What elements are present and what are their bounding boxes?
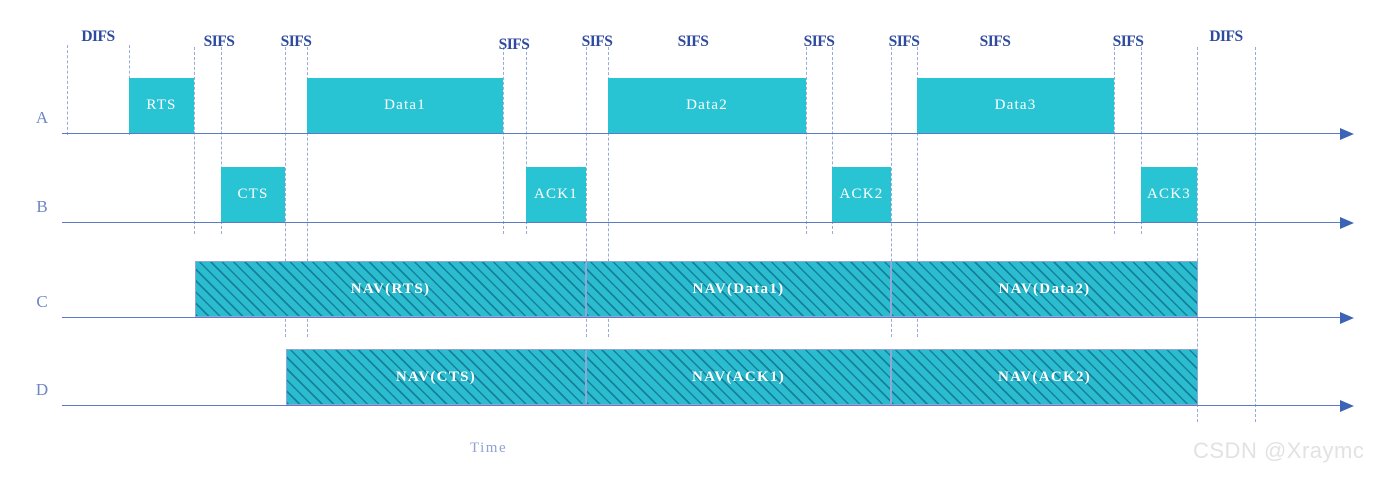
frame-rts[interactable]: RTS (129, 78, 194, 133)
frame-label: Data2 (686, 97, 728, 113)
frame-label: ACK1 (534, 186, 578, 202)
guide-line-2 (194, 47, 195, 234)
nav-bar-label: NAV(Data1) (692, 280, 785, 297)
guide-line-7 (526, 47, 527, 234)
frame-data1[interactable]: Data1 (307, 78, 503, 133)
frame-data2[interactable]: Data2 (608, 78, 806, 133)
watermark: CSDN @Xraymc (1193, 438, 1365, 463)
guide-line-10 (806, 47, 807, 234)
gap-label-sifs-5: SIFS (677, 33, 709, 50)
nav-bar-navrts[interactable]: NAV(RTS) (195, 261, 586, 317)
frame-label: RTS (146, 97, 177, 113)
gap-label-sifs-9: SIFS (1112, 33, 1144, 50)
guide-line-13 (917, 47, 918, 337)
nav-bar-navdata1[interactable]: NAV(Data1) (586, 261, 891, 317)
axis-line-d (62, 405, 1348, 406)
gap-label-difs-10: DIFS (1209, 28, 1243, 45)
nav-bar-navack1[interactable]: NAV(ACK1) (586, 349, 891, 405)
axis-arrow-b (1340, 216, 1354, 229)
guide-line-15 (1141, 47, 1142, 234)
frame-ack1[interactable]: ACK1 (526, 167, 586, 222)
frame-label: Data3 (994, 97, 1037, 113)
row-label-b: B (36, 197, 48, 216)
frame-ack2[interactable]: ACK2 (832, 167, 891, 222)
axis-arrow-c (1340, 311, 1354, 324)
axis-line-a (62, 133, 1348, 134)
frame-label: ACK2 (839, 186, 884, 202)
frame-label: ACK3 (1147, 186, 1191, 202)
nav-bar-label: NAV(RTS) (350, 280, 431, 297)
frame-cts[interactable]: CTS (221, 167, 285, 222)
frame-label: Data1 (384, 97, 426, 113)
gap-label-sifs-6: SIFS (803, 33, 835, 50)
guide-line-16 (1197, 47, 1198, 422)
gap-label-sifs-4: SIFS (581, 33, 613, 50)
guide-line-5 (307, 47, 308, 337)
gap-label-sifs-8: SIFS (979, 33, 1011, 50)
guide-line-0 (67, 45, 68, 135)
guide-line-6 (503, 47, 504, 234)
nav-bar-label: NAV(ACK2) (997, 368, 1092, 385)
frame-label: CTS (237, 186, 269, 202)
gap-label-difs-0: DIFS (81, 28, 115, 45)
guide-line-4 (285, 47, 286, 337)
nav-bar-label: NAV(Data2) (998, 280, 1091, 297)
row-label-a: A (35, 108, 49, 127)
axis-arrow-d (1340, 399, 1354, 412)
guide-line-11 (832, 47, 833, 234)
guide-line-9 (608, 47, 609, 337)
gap-label-sifs-1: SIFS (203, 33, 235, 50)
axis-line-b (62, 222, 1348, 223)
nav-bar-navcts[interactable]: NAV(CTS) (286, 349, 586, 405)
frame-ack3[interactable]: ACK3 (1141, 167, 1197, 222)
nav-bar-label: NAV(ACK1) (691, 368, 786, 385)
nav-bar-navdata2[interactable]: NAV(Data2) (891, 261, 1198, 317)
gap-label-sifs-2: SIFS (280, 33, 312, 50)
frame-data3[interactable]: Data3 (917, 78, 1114, 133)
nav-bar-label: NAV(CTS) (395, 368, 477, 385)
row-label-c: C (36, 292, 48, 311)
guide-line-8 (586, 47, 587, 337)
time-axis-label: Time (470, 440, 508, 456)
axis-arrow-a (1340, 127, 1354, 140)
guide-line-14 (1114, 47, 1115, 234)
row-label-d: D (35, 380, 49, 399)
guide-line-3 (221, 47, 222, 234)
nav-bar-navack2[interactable]: NAV(ACK2) (891, 349, 1198, 405)
guide-line-17 (1255, 47, 1256, 422)
gap-label-sifs-7: SIFS (888, 33, 920, 50)
axis-line-c (62, 317, 1348, 318)
guide-line-12 (891, 47, 892, 337)
gap-label-sifs-3: SIFS (498, 36, 530, 53)
